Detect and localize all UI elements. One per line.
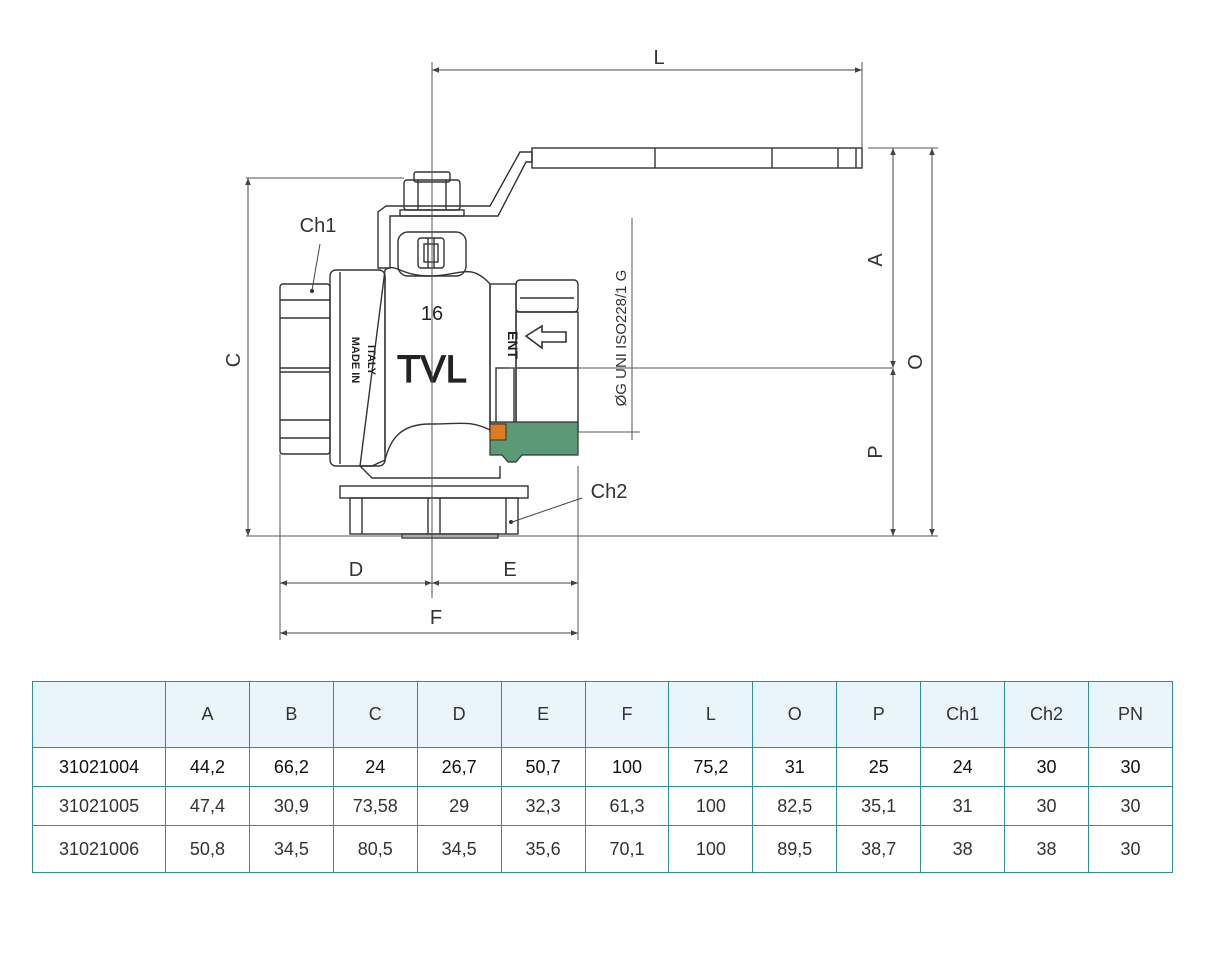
table-cell: 38,7 <box>836 825 922 873</box>
table-cell: 30 <box>1087 786 1174 826</box>
table-cell: 70,1 <box>584 825 670 873</box>
table-cell: 30 <box>1004 786 1089 826</box>
header-cell: Ch2 <box>1004 681 1089 748</box>
table-cell: 44,2 <box>165 747 250 787</box>
table-cell: 30,9 <box>248 786 334 826</box>
article-code-cell: 31021004 <box>32 747 166 787</box>
ch1-leader <box>311 243 321 291</box>
valve-technical-drawing: 16 TVL MADE IN ITALY ENT L A P O C D E F… <box>223 47 938 640</box>
table-row: 31021005 47,4 30,9 73,58 29 32,3 61,3 10… <box>32 786 1174 826</box>
dim-L-label: L <box>653 47 664 69</box>
header-cell: PN <box>1087 681 1174 748</box>
table-cell: 31 <box>752 747 838 787</box>
table-cell: 47,4 <box>165 786 250 826</box>
article-code-cell: 31021005 <box>32 786 166 826</box>
header-cell: F <box>584 681 670 748</box>
dim-F-label: F <box>430 607 442 629</box>
table-cell: 38 <box>920 825 1006 873</box>
header-cell: O <box>752 681 838 748</box>
table-cell: 66,2 <box>248 747 334 787</box>
table-cell: 73,58 <box>332 786 418 826</box>
dim-E-label: E <box>503 559 516 581</box>
table-cell: 61,3 <box>584 786 670 826</box>
ch2-label: Ch2 <box>591 481 628 503</box>
ch1-label: Ch1 <box>300 215 337 237</box>
table-cell: 29 <box>416 786 502 826</box>
bottom-union-nut <box>339 465 529 539</box>
side-mark: ENT <box>505 331 521 359</box>
orange-plug <box>489 423 507 441</box>
table-cell: 32,3 <box>500 786 586 826</box>
dim-D-label: D <box>349 559 363 581</box>
header-cell: D <box>416 681 502 748</box>
table-cell: 80,5 <box>332 825 418 873</box>
table-header-row: A B C D E F L O P Ch1 Ch2 PN <box>32 681 1174 748</box>
table-cell: 30 <box>1004 747 1089 787</box>
left-hex-end <box>279 269 386 467</box>
italy-mark: ITALY <box>365 345 377 376</box>
header-cell: Ch1 <box>920 681 1006 748</box>
table-cell: 34,5 <box>416 825 502 873</box>
table-cell: 75,2 <box>668 747 754 787</box>
table-cell: 100 <box>668 825 754 873</box>
header-cell: L <box>668 681 754 748</box>
thread-spec-label: ØG UNI ISO228/1 G <box>613 270 630 407</box>
table-cell: 31 <box>920 786 1006 826</box>
table-cell: 100 <box>584 747 670 787</box>
table-cell: 30 <box>1087 825 1174 873</box>
table-cell: 24 <box>920 747 1006 787</box>
table-cell: 50,7 <box>500 747 586 787</box>
header-cell: E <box>500 681 586 748</box>
dim-C-label: C <box>223 353 245 367</box>
ch2-leader <box>511 497 583 523</box>
table-cell: 26,7 <box>416 747 502 787</box>
table-cell: 82,5 <box>752 786 838 826</box>
article-code-cell: 31021006 <box>32 825 166 873</box>
table-cell: 35,1 <box>836 786 922 826</box>
header-cell: C <box>332 681 418 748</box>
table-row: 31021004 44,2 66,2 24 26,7 50,7 100 75,2… <box>32 747 1174 787</box>
header-cell: A <box>165 681 250 748</box>
table-row: 31021006 50,8 34,5 80,5 34,5 35,6 70,1 1… <box>32 825 1174 873</box>
table-cell: 89,5 <box>752 825 838 873</box>
dim-A-label: A <box>865 253 887 267</box>
table-cell: 100 <box>668 786 754 826</box>
made-in-mark: MADE IN <box>349 337 361 384</box>
dim-P-label: P <box>865 445 887 458</box>
green-section <box>489 421 579 463</box>
handle-lever <box>377 147 863 269</box>
table-cell: 34,5 <box>248 825 334 873</box>
right-hex-end <box>489 279 579 433</box>
table-cell: 38 <box>1004 825 1089 873</box>
header-code-cell <box>32 681 166 748</box>
table-cell: 25 <box>836 747 922 787</box>
dimension-table: A B C D E F L O P Ch1 Ch2 PN 31021004 44… <box>32 681 1174 873</box>
table-cell: 30 <box>1087 747 1174 787</box>
header-cell: P <box>836 681 922 748</box>
table-cell: 50,8 <box>165 825 250 873</box>
table-cell: 35,6 <box>500 825 586 873</box>
table-cell: 24 <box>332 747 418 787</box>
header-cell: B <box>248 681 334 748</box>
dim-O-label: O <box>905 354 927 370</box>
